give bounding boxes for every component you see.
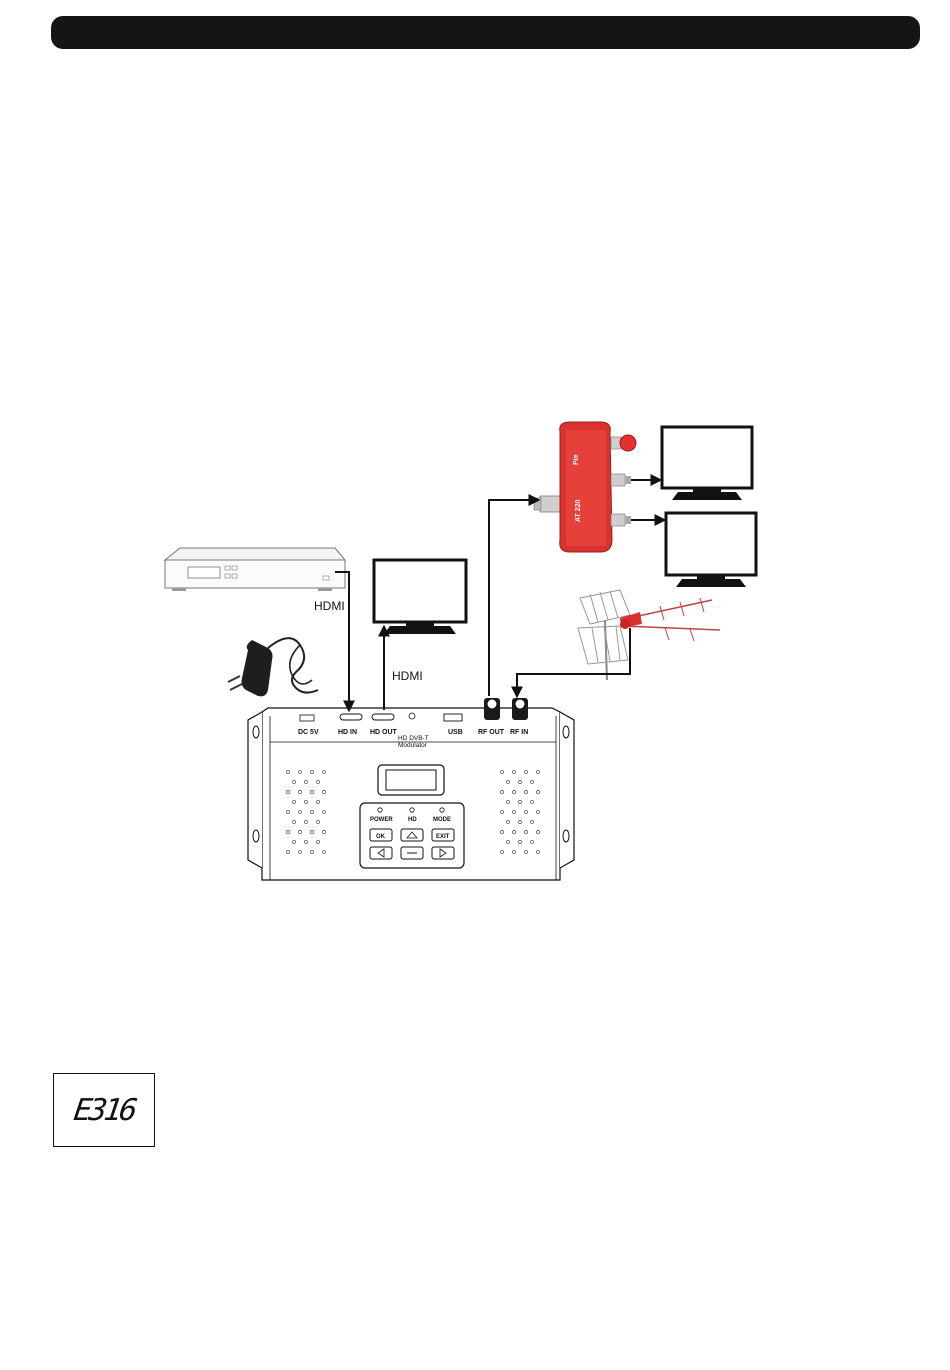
port-label-rf-in: RF IN bbox=[510, 729, 528, 736]
hdmi-out-label: HDMI bbox=[392, 669, 423, 683]
modulator-subtitle: Modulator bbox=[398, 742, 428, 749]
button-ok-label: OK bbox=[376, 834, 386, 840]
splitter-brand: Fte bbox=[573, 454, 580, 465]
rf-out-cable bbox=[489, 500, 538, 696]
led-label-mode: MODE bbox=[433, 817, 451, 823]
monitor-splitter-2 bbox=[666, 513, 756, 587]
modulator-title: HD DVB-T bbox=[398, 735, 429, 742]
monitor-hdmi-out bbox=[374, 560, 466, 634]
set-top-box bbox=[165, 548, 345, 591]
port-label-usb: USB bbox=[448, 729, 463, 736]
splitter: Fte AT 220 bbox=[534, 422, 636, 552]
power-adapter-icon bbox=[228, 638, 318, 696]
antenna-icon bbox=[578, 590, 720, 680]
port-label-hd-out: HD OUT bbox=[370, 729, 398, 736]
hdmi-in-cable bbox=[335, 572, 349, 710]
lcd-display: E316 bbox=[53, 1073, 155, 1147]
port-label-hd-in: HD IN bbox=[338, 729, 357, 736]
port-label-rf-out: RF OUT bbox=[478, 729, 505, 736]
port-label-dc: DC 5V bbox=[298, 729, 319, 736]
antenna-cable bbox=[517, 628, 630, 696]
monitor-splitter-1 bbox=[662, 427, 752, 500]
hdmi-in-label: HDMI bbox=[314, 599, 345, 613]
led-label-hd: HD bbox=[408, 817, 417, 823]
button-exit-label: EXIT bbox=[436, 834, 450, 840]
splitter-model: AT 220 bbox=[575, 499, 582, 522]
lcd-display-value: E316 bbox=[71, 1093, 136, 1128]
led-label-power: POWER bbox=[370, 817, 393, 823]
modulator: DC 5V HD IN HD OUT USB RF OUT RF IN HD D… bbox=[248, 698, 574, 880]
